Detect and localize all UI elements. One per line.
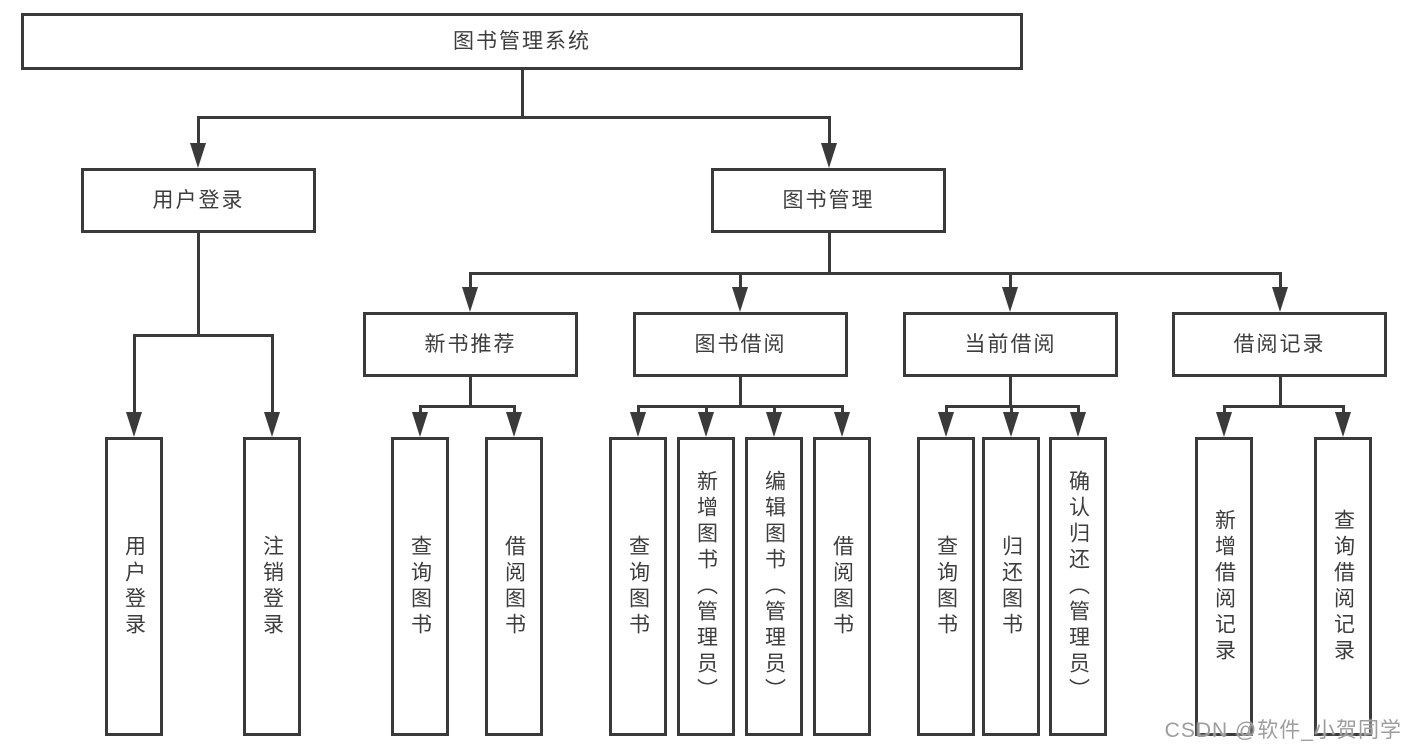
arrowhead-icon bbox=[1335, 412, 1351, 437]
connector-line bbox=[1077, 406, 1080, 415]
leaf-recommend-query-book-label: 查询图书 bbox=[408, 534, 432, 639]
connector-line bbox=[197, 116, 831, 119]
node-new-book-recommend: 新书推荐 bbox=[363, 312, 578, 377]
arrowhead-icon bbox=[1216, 412, 1232, 437]
leaf-records-query-record: 查询借阅记录 bbox=[1314, 437, 1372, 736]
connector-line bbox=[1223, 405, 1345, 408]
node-current-borrow: 当前借阅 bbox=[903, 312, 1118, 377]
node-root-label: 图书管理系统 bbox=[453, 29, 591, 53]
arrowhead-icon bbox=[732, 287, 748, 312]
arrowhead-icon bbox=[264, 412, 280, 437]
connector-line bbox=[133, 334, 274, 337]
connector-line bbox=[469, 377, 472, 408]
leaf-current-return-book: 归还图书 bbox=[982, 437, 1040, 736]
csdn-watermark: CSDN @软件_小贺同学 bbox=[1164, 719, 1402, 742]
connector-line bbox=[828, 117, 831, 146]
leaf-borrow-query-book-label: 查询图书 bbox=[626, 534, 650, 639]
leaf-records-add-record-label: 新增借阅记录 bbox=[1212, 508, 1236, 665]
connector-line bbox=[637, 406, 640, 415]
node-root: 图书管理系统 bbox=[21, 13, 1023, 70]
leaf-recommend-borrow-book: 借阅图书 bbox=[485, 437, 543, 736]
leaf-current-confirm-return-label: 确认归还（管理员） bbox=[1066, 469, 1090, 704]
arrowhead-icon bbox=[938, 412, 954, 437]
connector-line bbox=[513, 406, 516, 415]
arrowhead-icon bbox=[1003, 412, 1019, 437]
connector-line bbox=[197, 233, 200, 337]
connector-line bbox=[1279, 377, 1282, 408]
leaf-recommend-query-book: 查询图书 bbox=[391, 437, 449, 736]
connector-line bbox=[841, 406, 844, 415]
connector-line bbox=[419, 406, 422, 415]
arrowhead-icon bbox=[698, 412, 714, 437]
leaf-borrow-edit-book-label: 编辑图书（管理员） bbox=[762, 469, 786, 704]
leaf-borrow-borrow-book: 借阅图书 bbox=[813, 437, 871, 736]
leaf-current-query-book-label: 查询图书 bbox=[934, 534, 958, 639]
arrowhead-icon bbox=[1070, 412, 1086, 437]
connector-line bbox=[773, 406, 776, 415]
connector-line bbox=[469, 272, 1282, 275]
connector-line bbox=[1279, 273, 1282, 290]
connector-line bbox=[637, 405, 844, 408]
node-current-borrow-label: 当前借阅 bbox=[964, 332, 1057, 356]
leaf-records-query-record-label: 查询借阅记录 bbox=[1331, 508, 1355, 665]
leaf-current-confirm-return: 确认归还（管理员） bbox=[1049, 437, 1107, 736]
leaf-user-login: 用户登录 bbox=[105, 437, 163, 736]
connector-line bbox=[521, 70, 524, 119]
connector-line bbox=[1223, 406, 1226, 415]
leaf-borrow-query-book: 查询图书 bbox=[609, 437, 667, 736]
arrowhead-icon bbox=[506, 412, 522, 437]
connector-line bbox=[469, 273, 472, 290]
leaf-borrow-add-book-label: 新增图书（管理员） bbox=[694, 469, 718, 704]
connector-line bbox=[1010, 406, 1013, 415]
leaf-borrow-add-book: 新增图书（管理员） bbox=[677, 437, 735, 736]
node-user-login-label: 用户登录 bbox=[152, 188, 245, 212]
connector-line bbox=[1009, 377, 1012, 408]
connector-line bbox=[1342, 406, 1345, 415]
connector-line bbox=[133, 335, 136, 415]
arrowhead-icon bbox=[190, 143, 206, 168]
node-borrow-records-label: 借阅记录 bbox=[1233, 332, 1326, 356]
node-borrow-records: 借阅记录 bbox=[1172, 312, 1387, 377]
arrowhead-icon bbox=[412, 412, 428, 437]
connector-line bbox=[1009, 273, 1012, 290]
arrowhead-icon bbox=[462, 287, 478, 312]
leaf-records-add-record: 新增借阅记录 bbox=[1195, 437, 1253, 736]
arrowhead-icon bbox=[821, 143, 837, 168]
connector-line bbox=[945, 406, 948, 415]
leaf-user-login-label: 用户登录 bbox=[122, 534, 146, 639]
arrowhead-icon bbox=[766, 412, 782, 437]
connector-line bbox=[419, 405, 516, 408]
connector-line bbox=[739, 377, 742, 408]
connector-line bbox=[197, 117, 200, 146]
leaf-logout-label: 注销登录 bbox=[260, 534, 284, 639]
connector-line bbox=[828, 233, 831, 275]
node-new-book-recommend-label: 新书推荐 bbox=[424, 332, 517, 356]
arrowhead-icon bbox=[1272, 287, 1288, 312]
leaf-current-query-book: 查询图书 bbox=[917, 437, 975, 736]
connector-line bbox=[739, 273, 742, 290]
node-book-borrow-label: 图书借阅 bbox=[694, 332, 787, 356]
leaf-borrow-borrow-book-label: 借阅图书 bbox=[830, 534, 854, 639]
arrowhead-icon bbox=[1002, 287, 1018, 312]
leaf-borrow-edit-book: 编辑图书（管理员） bbox=[745, 437, 803, 736]
leaf-current-return-book-label: 归还图书 bbox=[999, 534, 1023, 639]
node-book-borrow: 图书借阅 bbox=[633, 312, 848, 377]
arrowhead-icon bbox=[630, 412, 646, 437]
node-user-login: 用户登录 bbox=[81, 168, 316, 233]
node-book-management-label: 图书管理 bbox=[782, 188, 875, 212]
connector-line bbox=[705, 406, 708, 415]
arrowhead-icon bbox=[834, 412, 850, 437]
leaf-recommend-borrow-book-label: 借阅图书 bbox=[502, 534, 526, 639]
connector-line bbox=[271, 335, 274, 415]
arrowhead-icon bbox=[126, 412, 142, 437]
leaf-logout: 注销登录 bbox=[243, 437, 301, 736]
node-book-management: 图书管理 bbox=[711, 168, 946, 233]
